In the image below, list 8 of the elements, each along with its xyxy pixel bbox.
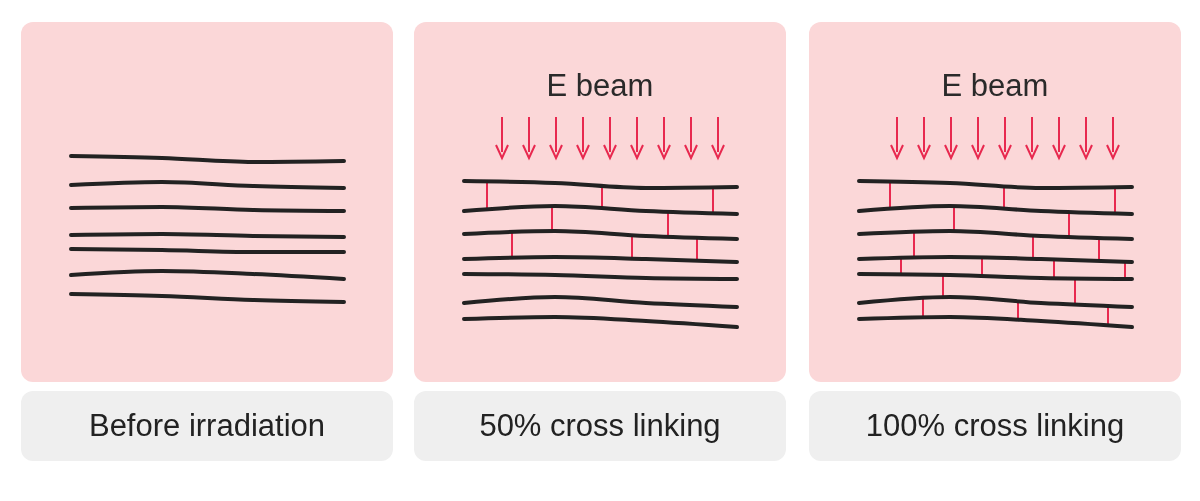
caption-text: 100% cross linking bbox=[865, 408, 1125, 444]
beam-label: E beam bbox=[545, 68, 655, 104]
panel-background bbox=[809, 22, 1181, 382]
panel-background bbox=[414, 22, 786, 382]
caption-text: Before irradiation bbox=[88, 408, 326, 444]
beam-label: E beam bbox=[940, 68, 1050, 104]
panel-background bbox=[21, 22, 393, 382]
caption-text: 50% cross linking bbox=[479, 408, 721, 444]
